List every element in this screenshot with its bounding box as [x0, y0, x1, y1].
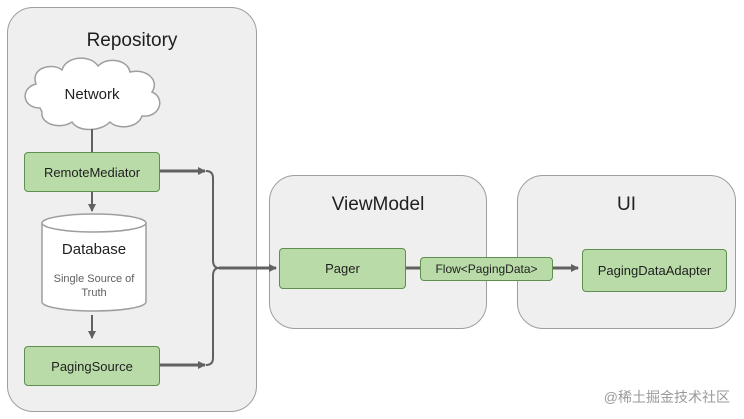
viewmodel-title: ViewModel — [331, 194, 425, 215]
merge-bracket — [205, 170, 220, 366]
database-cylinder — [41, 213, 147, 312]
network-label: Network — [64, 86, 120, 103]
paging-data-adapter-node: PagingDataAdapter — [582, 249, 727, 292]
flow-pagingdata-label: Flow<PagingData> — [420, 257, 553, 281]
pager-node: Pager — [279, 248, 406, 289]
watermark: @稀土掘金技术社区 — [603, 389, 730, 405]
remote-mediator-node: RemoteMediator — [24, 152, 160, 192]
repository-title: Repository — [86, 30, 178, 51]
database-subtitle: Single Source of Truth — [53, 273, 135, 299]
network-cloud-shape — [24, 57, 161, 131]
database-title: Database — [61, 241, 127, 258]
paging-source-node: PagingSource — [24, 346, 160, 386]
ui-title: UI — [617, 194, 636, 215]
